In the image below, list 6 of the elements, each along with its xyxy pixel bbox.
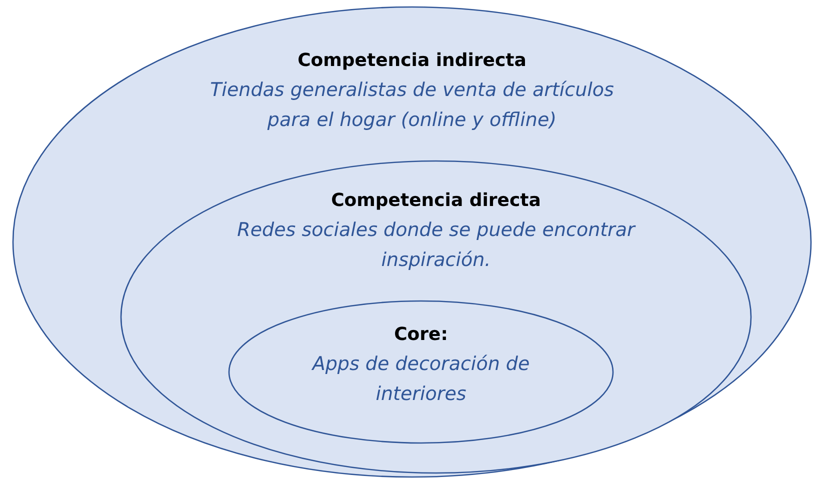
ring-description: Redes sociales donde se puede encontrar inspiración. [236, 218, 637, 273]
ring-heading: Core: [393, 324, 449, 345]
ring-heading: Competencia indirecta [296, 50, 528, 71]
ring-description: Apps de decoración de interiores [310, 352, 531, 407]
ring-heading: Competencia directa [330, 190, 542, 211]
ring-description: Tiendas generalistas de venta de artículos para el hogar (online y offline) [209, 78, 615, 133]
